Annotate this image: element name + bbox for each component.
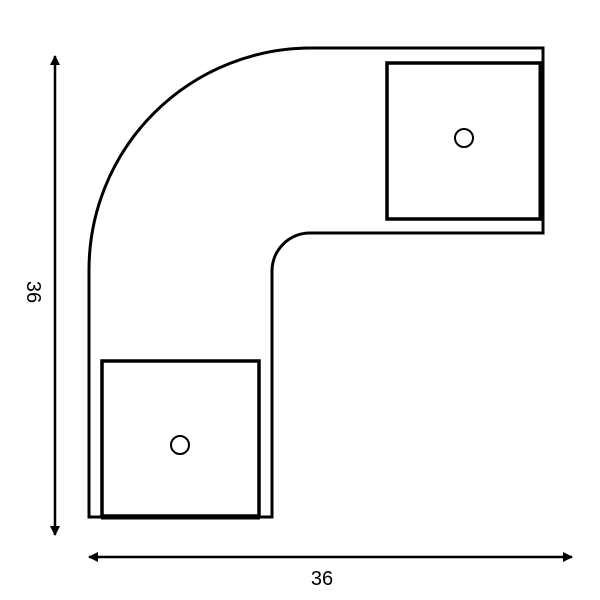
height-label: 36 [22,281,44,303]
knob-icon [454,128,474,148]
cabinet-bottom-left [100,359,261,518]
knob-icon [170,435,190,455]
cabinet-top-right [385,61,543,221]
width-label: 36 [311,568,333,590]
desk-outline [87,46,545,519]
